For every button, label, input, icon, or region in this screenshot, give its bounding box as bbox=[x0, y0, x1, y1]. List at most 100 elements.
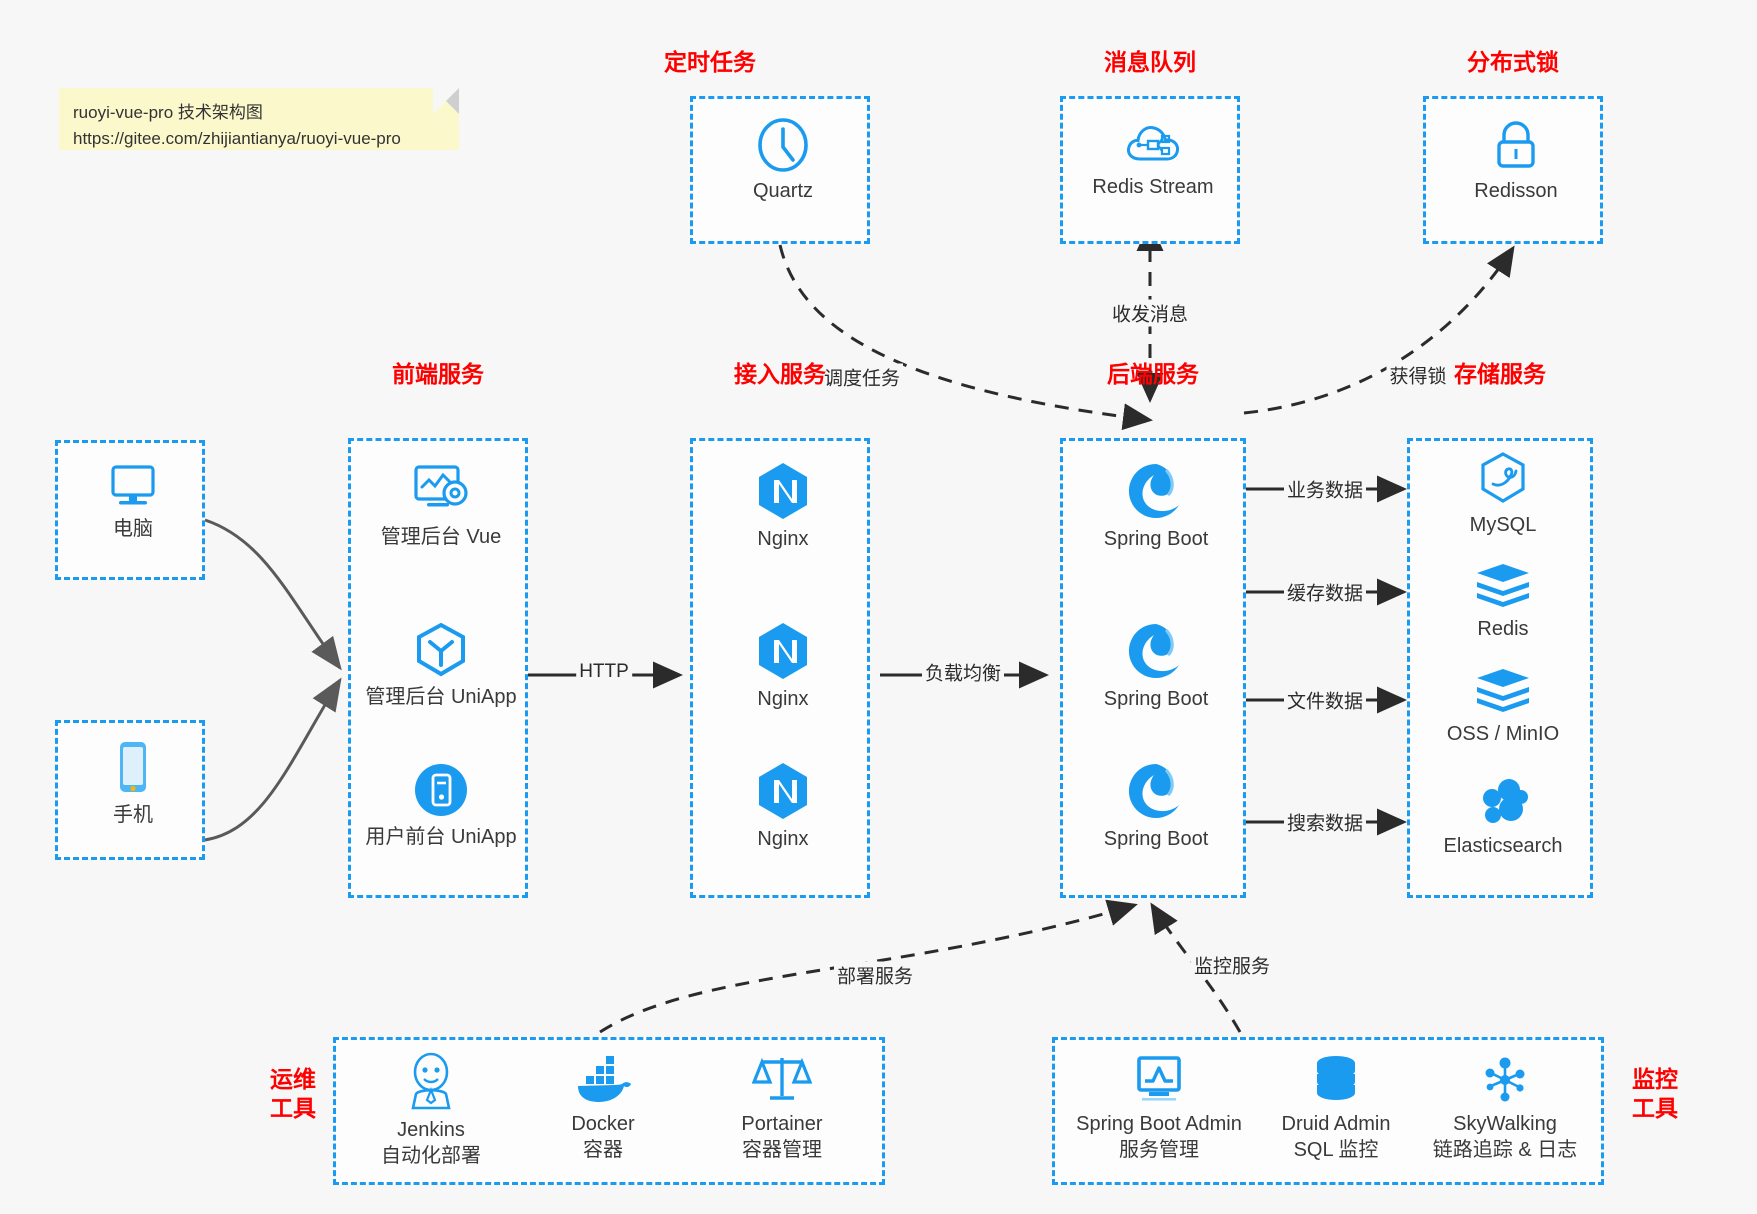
note-line-1: ruoyi-vue-pro 技术架构图 bbox=[73, 103, 263, 122]
spring-icon bbox=[1128, 623, 1179, 678]
node-label: OSS / MinIO bbox=[1446, 723, 1560, 745]
note-fold-icon bbox=[433, 88, 459, 114]
edge-label-deploy-service: 部署服务 bbox=[833, 961, 917, 989]
jenkins-icon bbox=[411, 1052, 451, 1110]
node-nginx-1[interactable]: Nginx bbox=[693, 461, 873, 552]
node-sublabel: SQL 监控 bbox=[1293, 1139, 1379, 1161]
node-redisson[interactable]: Redisson bbox=[1426, 117, 1606, 204]
oss-icon bbox=[1477, 669, 1529, 712]
edge-label-monitor-service: 监控服务 bbox=[1190, 951, 1274, 979]
node-skywalking[interactable]: SkyWalking 链路追踪 & 日志 bbox=[1405, 1054, 1605, 1164]
node-label: Spring Boot bbox=[1103, 528, 1209, 550]
node-label: 手机 bbox=[113, 804, 153, 826]
node-label: 电脑 bbox=[113, 518, 153, 540]
node-docker[interactable]: Docker 容器 bbox=[518, 1054, 688, 1164]
monitor-title-line-1: 监控 bbox=[1632, 1066, 1678, 1092]
node-spring-boot-2[interactable]: Spring Boot bbox=[1063, 621, 1249, 712]
node-elasticsearch[interactable]: Elasticsearch bbox=[1410, 776, 1596, 859]
node-mobile[interactable]: 手机 bbox=[58, 739, 208, 828]
redis-icon bbox=[1477, 564, 1529, 607]
node-spring-boot-admin[interactable]: Spring Boot Admin 服务管理 bbox=[1061, 1054, 1257, 1164]
group-title-monitor: 监控 工具 bbox=[1620, 1065, 1690, 1123]
node-label: Elasticsearch bbox=[1443, 835, 1563, 857]
mysql-icon bbox=[1481, 452, 1525, 503]
edge-label-business-data: 业务数据 bbox=[1283, 475, 1367, 503]
group-title-gateway: 接入服务 bbox=[734, 361, 826, 387]
node-desktop[interactable]: 电脑 bbox=[58, 459, 208, 542]
app-circle-icon bbox=[415, 764, 467, 816]
nginx-icon bbox=[759, 763, 807, 819]
node-admin-uniapp[interactable]: 管理后台 UniApp bbox=[351, 621, 531, 710]
group-title-lock: 分布式锁 bbox=[1467, 49, 1559, 75]
node-sublabel: 服务管理 bbox=[1119, 1139, 1199, 1161]
group-title-devops: 运维 工具 bbox=[258, 1065, 328, 1123]
node-sublabel: 容器 bbox=[583, 1139, 623, 1161]
scales-icon bbox=[752, 1057, 812, 1100]
node-quartz[interactable]: Quartz bbox=[693, 117, 873, 204]
group-box-client-mobile: 手机 bbox=[55, 720, 205, 860]
edge-label-acquire-lock: 获得锁 bbox=[1386, 361, 1450, 389]
node-label: Spring Boot Admin bbox=[1076, 1113, 1242, 1135]
node-label: Redisson bbox=[1474, 180, 1558, 202]
node-portainer[interactable]: Portainer 容器管理 bbox=[692, 1050, 872, 1164]
node-sublabel: 链路追踪 & 日志 bbox=[1432, 1139, 1578, 1161]
node-label: Quartz bbox=[752, 180, 814, 202]
group-box-storage: MySQL Redis OSS / MinIO bbox=[1407, 438, 1593, 898]
node-oss-minio[interactable]: OSS / MinIO bbox=[1410, 666, 1596, 747]
node-admin-vue[interactable]: 管理后台 Vue bbox=[351, 461, 531, 550]
node-label: SkyWalking bbox=[1453, 1113, 1557, 1135]
node-label: 管理后台 UniApp bbox=[365, 686, 517, 708]
node-label: Redis Stream bbox=[1092, 176, 1214, 198]
edge-label-send-receive-message: 收发消息 bbox=[1108, 299, 1192, 327]
group-title-storage: 存储服务 bbox=[1454, 361, 1546, 387]
node-redis[interactable]: Redis bbox=[1410, 561, 1596, 642]
group-box-lock: Redisson bbox=[1423, 96, 1603, 244]
edge-label-cache-data: 缓存数据 bbox=[1283, 578, 1367, 606]
node-label: Redis bbox=[1477, 618, 1529, 640]
monitor-chart-icon bbox=[1137, 1056, 1181, 1101]
note-line-2: https://gitee.com/zhijiantianya/ruoyi-vu… bbox=[73, 129, 401, 149]
node-spring-boot-3[interactable]: Spring Boot bbox=[1063, 761, 1249, 852]
group-box-frontend: 管理后台 Vue 管理后台 UniApp 用户前台 UniApp bbox=[348, 438, 528, 898]
node-label: Jenkins bbox=[397, 1119, 465, 1141]
node-label: 用户前台 UniApp bbox=[365, 826, 517, 848]
node-spring-boot-1[interactable]: Spring Boot bbox=[1063, 461, 1249, 552]
spring-icon bbox=[1128, 463, 1179, 518]
devops-title-line-2: 工具 bbox=[270, 1094, 316, 1121]
group-box-gateway: Nginx Nginx Nginx bbox=[690, 438, 870, 898]
lock-icon bbox=[1497, 121, 1535, 168]
group-box-devops: Jenkins 自动化部署 Docker 容器 bbox=[333, 1037, 885, 1185]
group-box-mq: Redis Stream bbox=[1060, 96, 1240, 244]
node-label: Spring Boot bbox=[1103, 688, 1209, 710]
group-box-monitor: Spring Boot Admin 服务管理 Druid Admin SQL 监… bbox=[1052, 1037, 1604, 1185]
group-box-backend: Spring Boot Spring Boot Spring Boot bbox=[1060, 438, 1246, 898]
group-title-frontend: 前端服务 bbox=[392, 361, 484, 387]
node-nginx-3[interactable]: Nginx bbox=[693, 761, 873, 852]
group-title-scheduler: 定时任务 bbox=[664, 49, 756, 75]
desktop-icon bbox=[111, 465, 155, 505]
node-label: 管理后台 Vue bbox=[380, 526, 502, 548]
node-mysql[interactable]: MySQL bbox=[1410, 451, 1596, 538]
group-box-scheduler: Quartz bbox=[690, 96, 870, 244]
node-nginx-2[interactable]: Nginx bbox=[693, 621, 873, 712]
node-redis-stream[interactable]: Redis Stream bbox=[1063, 117, 1243, 200]
edge-label-schedule-task: 调度任务 bbox=[820, 363, 904, 391]
database-icon bbox=[1317, 1056, 1355, 1100]
node-label: Druid Admin bbox=[1281, 1113, 1391, 1135]
network-nodes-icon bbox=[1485, 1057, 1525, 1102]
group-title-mq: 消息队列 bbox=[1104, 49, 1196, 75]
spring-icon bbox=[1128, 763, 1179, 818]
node-jenkins[interactable]: Jenkins 自动化部署 bbox=[346, 1050, 516, 1170]
group-box-client-desktop: 电脑 bbox=[55, 440, 205, 580]
node-label: Nginx bbox=[757, 828, 809, 850]
title-note: ruoyi-vue-pro 技术架构图 https://gitee.com/zh… bbox=[59, 88, 459, 150]
mobile-icon bbox=[120, 742, 146, 792]
nginx-icon bbox=[759, 623, 807, 679]
cloud-stream-icon bbox=[1127, 126, 1180, 161]
docker-icon bbox=[578, 1056, 631, 1102]
node-label: Nginx bbox=[757, 688, 809, 710]
cube-icon bbox=[417, 622, 465, 677]
node-druid-admin[interactable]: Druid Admin SQL 监控 bbox=[1251, 1054, 1421, 1164]
devops-title-line-1: 运维 bbox=[270, 1066, 316, 1092]
node-user-uniapp[interactable]: 用户前台 UniApp bbox=[351, 761, 531, 850]
